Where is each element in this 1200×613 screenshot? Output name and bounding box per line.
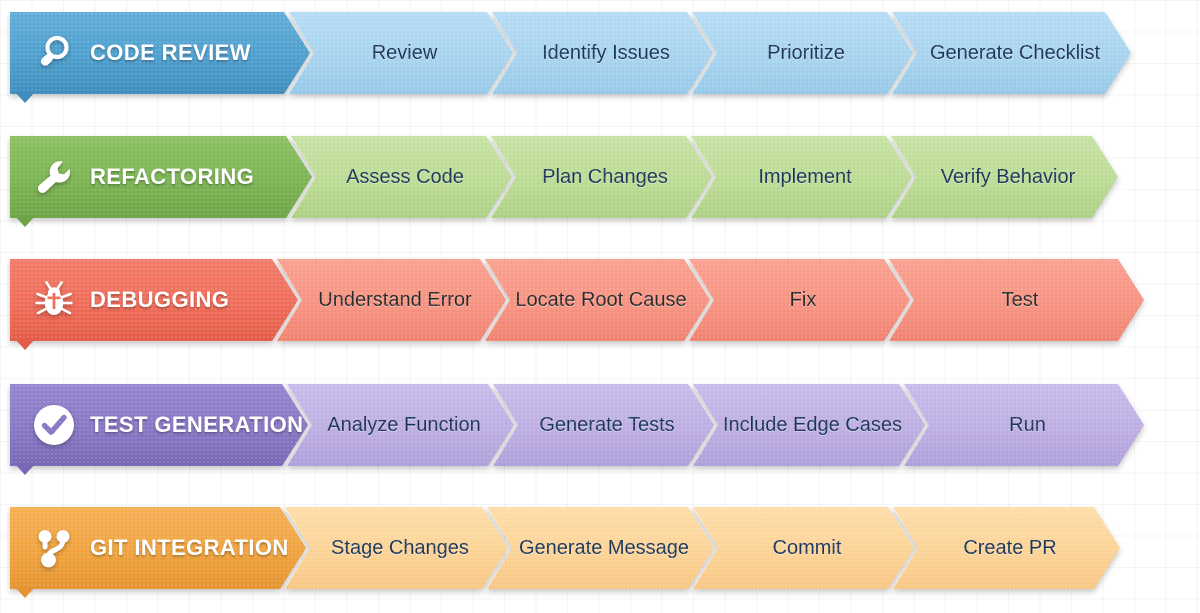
workflow-step-code-review-3[interactable]: Prioritize xyxy=(691,12,913,94)
ribbon-tail xyxy=(15,464,35,475)
workflow-step-label: Plan Changes xyxy=(542,165,668,188)
workflow-step-label: Fix xyxy=(789,288,817,311)
workflow-step-label: Generate Checklist xyxy=(929,41,1101,64)
workflow-step-code-review-1[interactable]: Review xyxy=(288,12,513,94)
ribbon-tail xyxy=(15,339,35,350)
workflow-step-label: Verify Behavior xyxy=(940,165,1076,188)
workflow-step-test-generation-3[interactable]: Include Edge Cases xyxy=(692,384,925,466)
workflow-strip: DEBUGGING Understand Error Locate Root Cau… xyxy=(10,259,1144,341)
workflow-header-label: DEBUGGING xyxy=(90,287,230,312)
workflow-header-label: CODE REVIEW xyxy=(90,40,251,65)
workflow-step-debugging-4[interactable]: Test xyxy=(888,259,1144,341)
workflow-step-label: Analyze Function xyxy=(327,413,481,436)
wrench-icon xyxy=(32,155,76,199)
workflow-step-label: Review xyxy=(371,41,438,64)
workflow-step-git-integration-3[interactable]: Commit xyxy=(692,507,914,589)
workflow-step-refactoring-1[interactable]: Assess Code xyxy=(290,136,512,218)
workflow-strip: GIT INTEGRATION Stage Changes Generate Mes… xyxy=(10,507,1120,589)
check-circle-icon xyxy=(32,403,76,447)
workflow-header-label: TEST GENERATION xyxy=(90,412,304,437)
workflow-header-debugging[interactable]: DEBUGGING xyxy=(10,259,298,341)
workflow-strip: TEST GENERATION Analyze Function Generate … xyxy=(10,384,1144,466)
ribbon-tail xyxy=(15,92,35,103)
workflow-header-label: REFACTORING xyxy=(90,164,255,189)
workflow-step-git-integration-1[interactable]: Stage Changes xyxy=(284,507,508,589)
workflow-step-code-review-4[interactable]: Generate Checklist xyxy=(891,12,1131,94)
workflow-step-label: Test xyxy=(1001,288,1039,311)
workflow-step-refactoring-2[interactable]: Plan Changes xyxy=(490,136,712,218)
workflow-step-test-generation-2[interactable]: Generate Tests xyxy=(492,384,714,466)
workflow-step-debugging-1[interactable]: Understand Error xyxy=(276,259,506,341)
workflow-step-label: Implement xyxy=(758,165,852,188)
ribbon-tail xyxy=(15,216,35,227)
workflow-step-label: Understand Error xyxy=(318,288,472,311)
workflow-step-code-review-2[interactable]: Identify Issues xyxy=(491,12,713,94)
workflow-step-label: Prioritize xyxy=(767,41,845,64)
workflow-step-label: Generate Tests xyxy=(539,413,675,436)
workflow-step-label: Run xyxy=(1009,413,1046,436)
workflow-step-label: Generate Message xyxy=(518,536,690,559)
workflow-header-test-generation[interactable]: TEST GENERATION xyxy=(10,384,308,466)
bug-icon xyxy=(32,278,76,322)
workflow-header-git-integration[interactable]: GIT INTEGRATION xyxy=(10,507,306,589)
workflow-header-code-review[interactable]: CODE REVIEW xyxy=(10,12,310,94)
workflow-step-refactoring-3[interactable]: Implement xyxy=(690,136,912,218)
workflow-step-git-integration-4[interactable]: Create PR xyxy=(892,507,1120,589)
workflow-strip: REFACTORING Assess Code Plan Changes Implem… xyxy=(10,136,1118,218)
workflow-step-debugging-2[interactable]: Locate Root Cause xyxy=(484,259,710,341)
workflow-strip: CODE REVIEW Review Identify Issues Prioriti… xyxy=(10,12,1131,94)
workflow-header-refactoring[interactable]: REFACTORING xyxy=(10,136,312,218)
workflow-step-test-generation-1[interactable]: Analyze Function xyxy=(286,384,514,466)
workflow-step-label: Commit xyxy=(772,536,842,559)
workflow-step-label: Create PR xyxy=(963,536,1057,559)
workflow-step-test-generation-4[interactable]: Run xyxy=(903,384,1144,466)
workflow-header-label: GIT INTEGRATION xyxy=(90,535,289,560)
workflow-step-label: Stage Changes xyxy=(331,536,469,559)
workflow-step-git-integration-2[interactable]: Generate Message xyxy=(486,507,714,589)
workflow-step-label: Locate Root Cause xyxy=(515,288,687,311)
workflow-step-label: Include Edge Cases xyxy=(722,413,902,436)
git-branch-icon xyxy=(32,526,76,570)
workflow-step-refactoring-4[interactable]: Verify Behavior xyxy=(890,136,1118,218)
magnifier-icon xyxy=(32,31,76,75)
workflow-step-debugging-3[interactable]: Fix xyxy=(688,259,910,341)
workflow-step-label: Assess Code xyxy=(346,165,464,188)
ribbon-tail xyxy=(15,587,35,598)
workflow-step-label: Identify Issues xyxy=(542,41,670,64)
